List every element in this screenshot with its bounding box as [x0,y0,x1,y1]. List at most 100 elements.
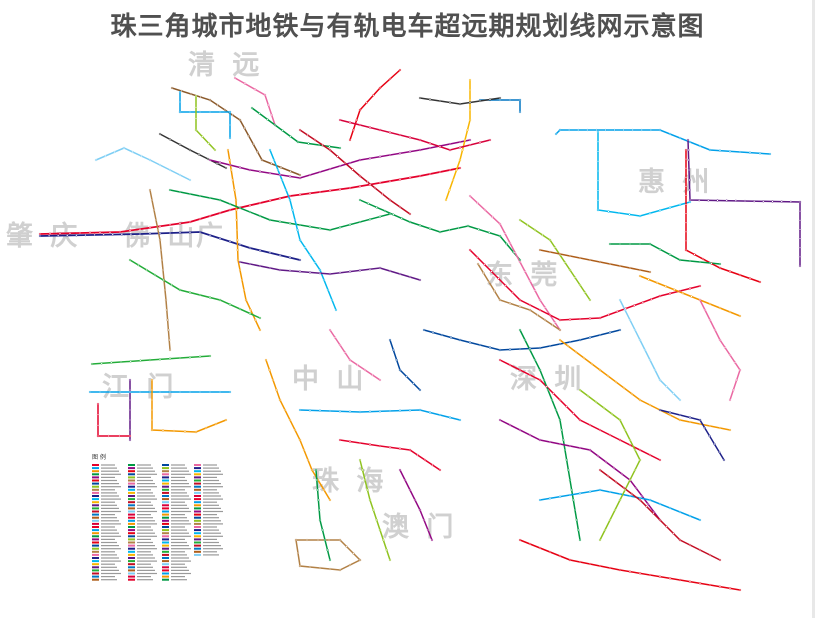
station-dot [168,348,172,352]
legend-swatch [194,550,201,553]
station-dot [266,118,269,121]
legend-swatch [194,482,201,485]
station-dot [168,338,171,342]
station-dot [218,198,222,202]
station-dot [372,94,375,97]
station-dot [798,255,802,259]
station-dot [267,103,270,107]
legend-swatch [92,532,99,535]
legend-swatch [194,464,201,466]
station-dot [408,448,412,452]
station-dot [640,494,644,498]
station-dot [504,284,507,287]
station-dot [288,418,292,422]
station-markers [38,68,802,592]
station-dot [388,77,392,81]
station-dot [198,194,202,198]
legend-line-name [171,501,185,503]
station-dot [596,208,600,212]
station-dot [154,218,158,222]
station-dot [338,538,342,542]
metro-network-map[interactable]: 清 远 惠 州 肇 庆 佛 山 广 东 莞 江 门 中 山 深 圳 珠 海 澳 … [0,44,815,618]
station-dot [538,346,542,350]
station-dot [258,316,262,320]
legend-swatch [92,535,99,538]
station-dot [348,186,352,190]
station-dot [318,170,322,174]
station-dot [338,343,342,347]
station-dot [298,438,302,442]
legend-line-name [137,551,151,553]
station-dot [248,262,252,266]
station-dot [528,308,532,312]
map-title: 珠三角城市地铁与有轨电车超远期规划线网示意图 [110,12,705,42]
station-dot [161,268,165,272]
legend-line-name [171,576,185,578]
legend-swatch [162,550,169,553]
station-dot [613,508,617,512]
station-dot [588,298,592,302]
station-dot [780,200,783,203]
station-dot [128,438,132,442]
station-dot [708,261,712,265]
station-dot [248,204,252,207]
station-dot [218,110,222,114]
station-dot [684,203,688,206]
station-dot [398,205,402,209]
legend-line-name [171,476,185,478]
station-dot [708,553,712,557]
station-dot [598,468,602,472]
legend-line-name [171,507,189,509]
station-dot [348,440,352,443]
station-dot [129,233,133,236]
legend-line-name [137,541,153,544]
station-dot [578,283,582,287]
legend-swatch [92,507,99,510]
station-dot [178,222,182,225]
station-dot [546,388,550,392]
station-dot [150,398,154,402]
legend-line-name [203,551,217,553]
station-dot [408,176,412,179]
legend-swatch [128,566,135,569]
legend-swatch [162,529,169,532]
station-dot [323,538,327,542]
legend-swatch [92,464,99,466]
station-dot [478,141,482,144]
station-dot [468,98,472,102]
station-dot [298,238,302,242]
legend-line-name [101,563,115,565]
station-dot [738,588,742,592]
station-dot [650,297,653,301]
legend-swatch [92,501,99,504]
station-dot [158,238,162,242]
legend-swatch [128,495,135,497]
legend-line-name [101,572,121,575]
station-dot [303,246,307,249]
station-dot [658,518,662,522]
station-dot [684,221,688,224]
station-dot [258,264,262,268]
station-dot [166,318,169,322]
station-dot [688,543,692,547]
station-dot [688,198,692,202]
station-dot [302,448,306,452]
station-dot [228,163,232,167]
station-dot [288,194,292,198]
station-dot [208,110,212,114]
station-dot [378,444,382,448]
station-dot [243,126,246,130]
station-dot [170,86,174,90]
legend-title: 图 例 [92,453,106,461]
station-dot [158,232,162,235]
station-dot [718,338,722,342]
station-dot [348,161,352,165]
station-dot [356,363,359,367]
legend-swatch [92,563,99,566]
legend-line-name [171,520,189,522]
station-dot [231,113,234,117]
station-dot [598,260,602,264]
station-dot [606,474,610,478]
station-dot [413,498,417,502]
station-dot [608,518,612,522]
